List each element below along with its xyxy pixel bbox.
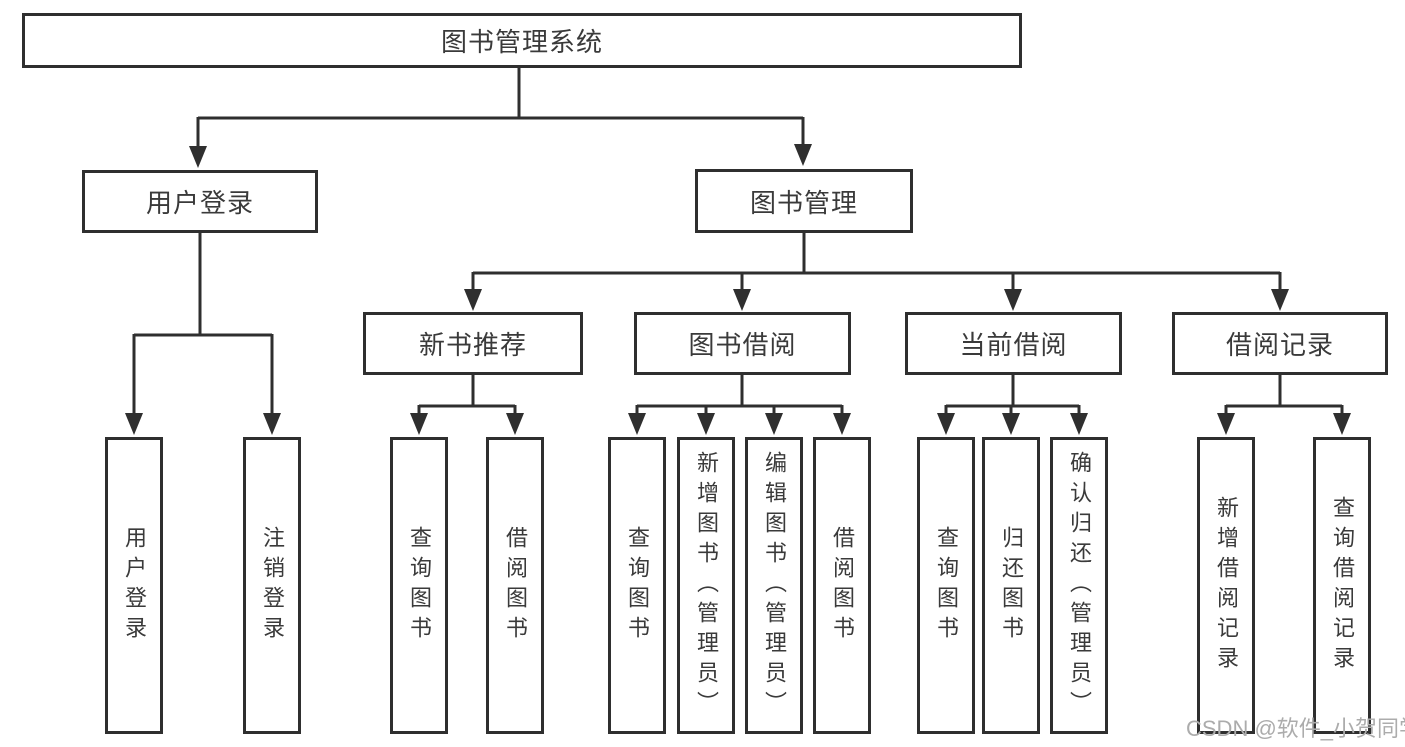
leaf-logout-label: 注销登录 (260, 525, 285, 646)
leaf-newbook-borrow-books-label: 借阅图书 (503, 525, 528, 646)
watermark: CSDN @软件_小贺同学 (1186, 716, 1405, 741)
node-book-borrowing-label: 图书借阅 (688, 330, 797, 360)
node-book-borrowing: 图书借阅 (634, 312, 851, 375)
leaf-current-return-books-label: 归还图书 (999, 525, 1024, 646)
leaf-borrow-edit-books-admin-label: 编辑图书（管理员） (762, 450, 787, 721)
connector-strokes (132, 68, 1344, 414)
node-current-borrowing-label: 当前借阅 (959, 330, 1068, 360)
node-new-book-recommend-label: 新书推荐 (418, 330, 527, 360)
leaf-borrow-add-books-admin-label: 新增图书（管理员） (694, 450, 719, 721)
leaf-current-confirm-return-admin: 确认归还（管理员） (1050, 437, 1108, 734)
node-root-label: 图书管理系统 (440, 27, 603, 57)
node-book-management-label: 图书管理 (749, 187, 858, 218)
leaf-current-confirm-return-admin-label: 确认归还（管理员） (1067, 450, 1092, 721)
leaf-borrow-borrow-books-label: 借阅图书 (830, 525, 855, 646)
node-book-management: 图书管理 (695, 169, 913, 233)
node-borrowing-records-label: 借阅记录 (1225, 330, 1334, 360)
leaf-logout: 注销登录 (243, 437, 301, 734)
leaf-borrow-query-books-label: 查询图书 (625, 525, 650, 646)
leaf-records-query-record: 查询借阅记录 (1313, 437, 1371, 734)
leaf-borrow-query-books: 查询图书 (608, 437, 666, 734)
leaf-borrow-borrow-books: 借阅图书 (813, 437, 871, 734)
node-user-login: 用户登录 (82, 170, 318, 233)
leaf-records-query-record-label: 查询借阅记录 (1330, 495, 1355, 676)
leaf-newbook-query-books-label: 查询图书 (407, 525, 432, 646)
leaf-records-add-record-label: 新增借阅记录 (1214, 495, 1239, 676)
node-root: 图书管理系统 (22, 13, 1022, 68)
node-new-book-recommend: 新书推荐 (363, 312, 583, 375)
leaf-user-login-label: 用户登录 (122, 525, 147, 646)
leaf-user-login: 用户登录 (105, 437, 163, 734)
arrowhead-icons (125, 144, 1351, 435)
leaf-current-query-books: 查询图书 (917, 437, 975, 734)
leaf-newbook-borrow-books: 借阅图书 (486, 437, 544, 734)
leaf-current-return-books: 归还图书 (982, 437, 1040, 734)
leaf-records-add-record: 新增借阅记录 (1197, 437, 1255, 734)
leaf-borrow-edit-books-admin: 编辑图书（管理员） (745, 437, 803, 734)
leaf-current-query-books-label: 查询图书 (934, 525, 959, 646)
leaf-borrow-add-books-admin: 新增图书（管理员） (677, 437, 735, 734)
leaf-newbook-query-books: 查询图书 (390, 437, 448, 734)
node-user-login-label: 用户登录 (145, 188, 254, 218)
node-current-borrowing: 当前借阅 (905, 312, 1122, 375)
node-borrowing-records: 借阅记录 (1172, 312, 1388, 375)
